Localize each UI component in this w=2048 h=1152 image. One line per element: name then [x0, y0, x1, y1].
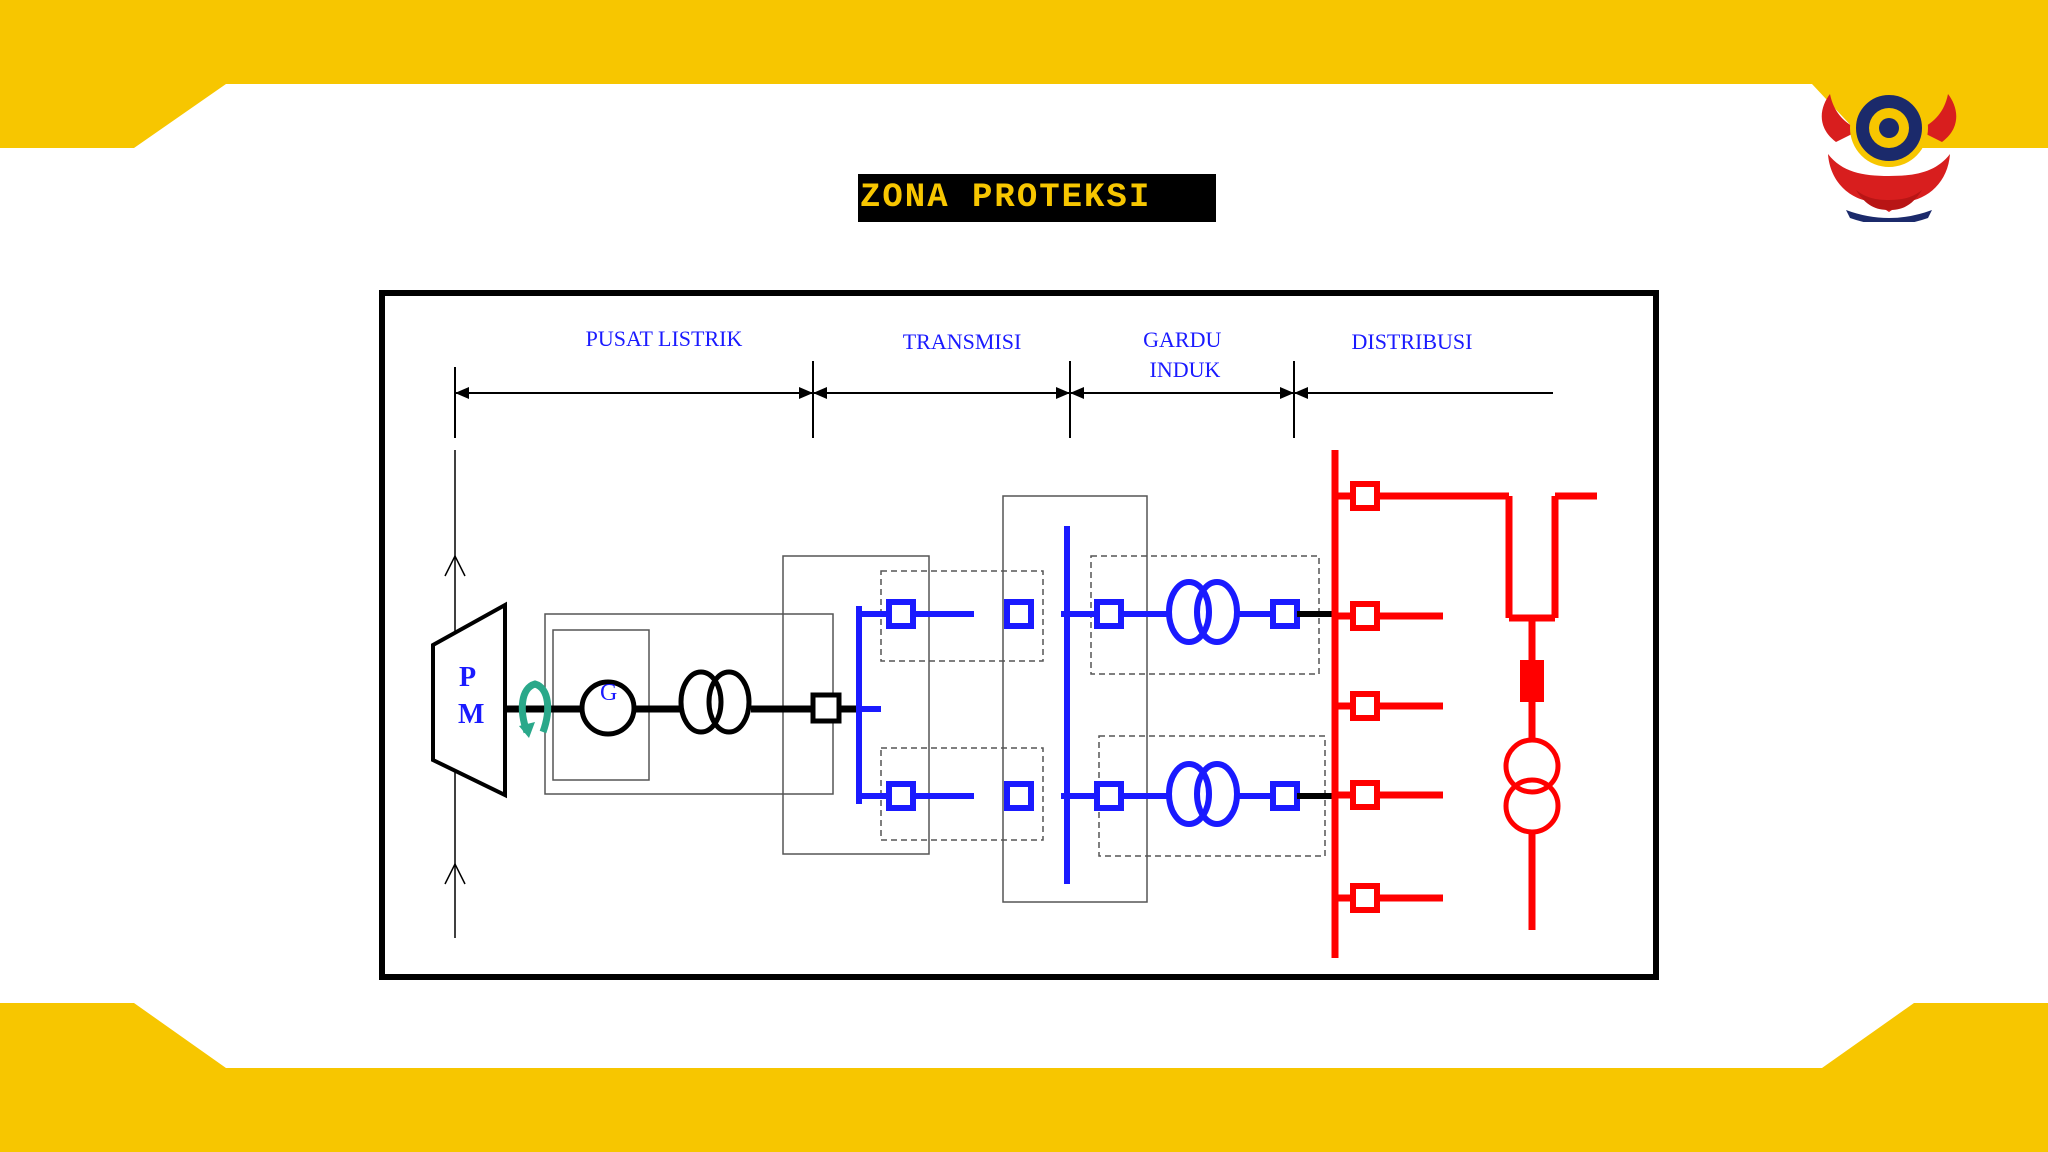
distribution-fuse	[1520, 660, 1544, 702]
coupling-arrow-icon	[519, 722, 535, 738]
zone-label-distribusi: DISTRIBUSI	[1351, 329, 1472, 354]
prime-mover	[431, 601, 507, 799]
zone-arrowheads	[455, 387, 1308, 399]
coupling-icon	[518, 680, 552, 734]
distribution-circuit	[1331, 450, 1597, 958]
prime-mover-label-m: M	[458, 699, 484, 730]
generator	[579, 679, 637, 737]
zone-label-gardu-induk: GARDU INDUK	[1143, 327, 1227, 382]
generator-label: G	[600, 680, 617, 706]
zone-box-line-1	[880, 570, 1044, 662]
bottom-yellow-band	[0, 1003, 2048, 1152]
zone-label-pusat-listrik: PUSAT LISTRIK	[586, 326, 743, 351]
zone-box-generator	[552, 629, 650, 781]
transmission-circuit	[856, 526, 1273, 884]
generator-breaker	[810, 692, 842, 724]
zone-box-substation-bus	[1002, 495, 1148, 903]
zone-dimension-lines	[454, 361, 1553, 438]
zone-label-gardu: GARDU	[1143, 327, 1221, 352]
zone-box-gen-bus	[782, 555, 930, 855]
zone-label-transmisi: TRANSMISI	[903, 329, 1022, 354]
substation-transformer-icons	[1166, 579, 1240, 827]
distribution-breakers	[1350, 481, 1380, 913]
distribution-transformer-icon	[1503, 737, 1561, 835]
prime-mover-label-p: P	[459, 662, 476, 693]
protection-zone-diagram: PUSAT LISTRIK TRANSMISI GARDU INDUK DIST…	[379, 290, 1659, 980]
top-yellow-band	[0, 0, 2048, 148]
zone-label-induk: INDUK	[1150, 357, 1221, 382]
diagram-frame	[379, 290, 1659, 980]
generator-transformer-icon	[678, 669, 752, 735]
institution-emblem-icon	[1821, 89, 1957, 222]
slide-title: ZONA PROTEKSI	[858, 174, 1216, 222]
feeder-links	[1297, 611, 1334, 799]
transmission-breakers	[886, 599, 1300, 811]
